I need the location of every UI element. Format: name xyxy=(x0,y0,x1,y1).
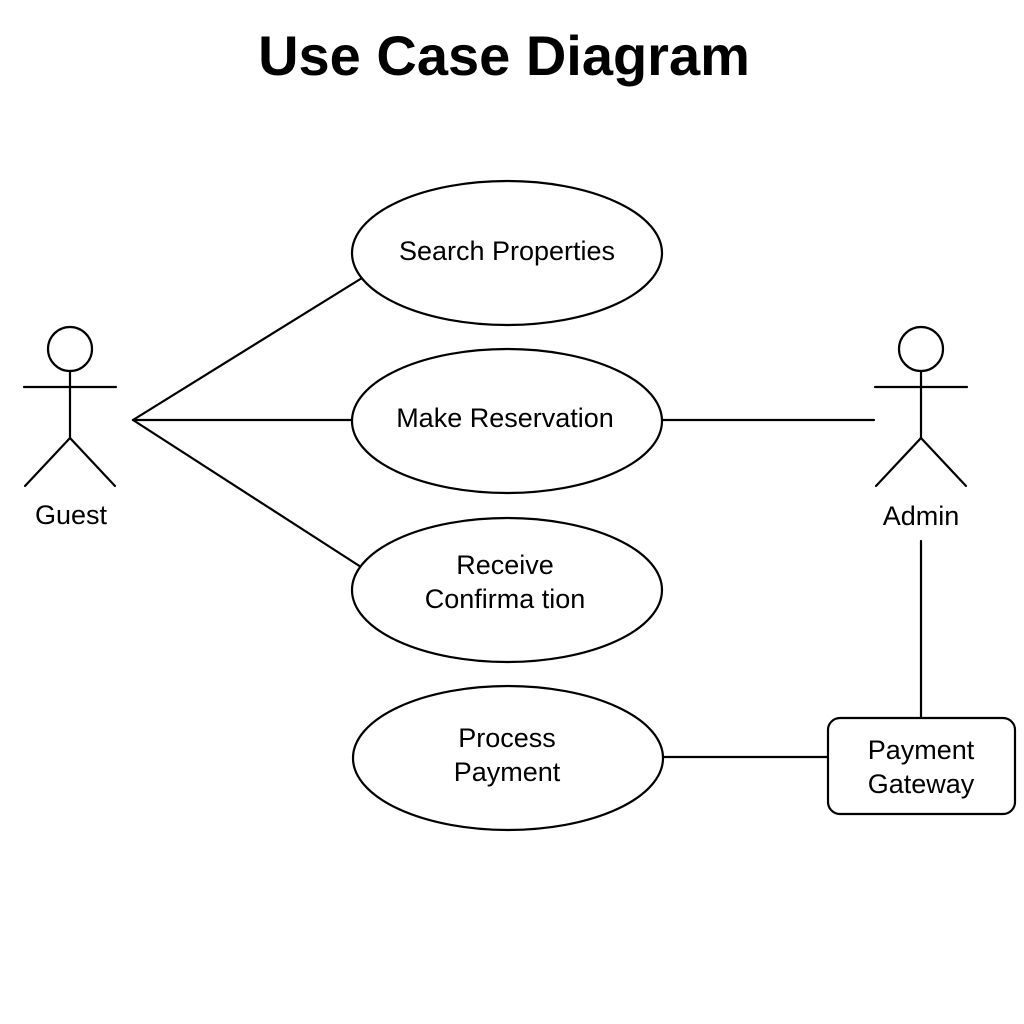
system-label-line-1: Payment xyxy=(868,735,975,765)
use-case-ellipse xyxy=(351,684,665,832)
use-case-ellipse xyxy=(350,516,664,664)
guest-search-association xyxy=(131,276,364,422)
stick-figure-icon xyxy=(22,325,118,488)
use-case-label: Make Reservation xyxy=(396,403,614,433)
use-case-label-line-2: Payment xyxy=(454,757,561,787)
actor-admin[interactable]: Admin xyxy=(873,325,969,531)
guest-confirmation-association xyxy=(131,418,363,569)
diagram-title: Use Case Diagram xyxy=(258,24,750,87)
use-case-receive-confirmation[interactable]: Receive Confirma tion xyxy=(350,516,664,664)
use-case-ellipse xyxy=(350,347,664,495)
use-case-label-line-1: Receive xyxy=(456,550,554,580)
use-case-search-properties[interactable]: Search Properties xyxy=(350,179,664,327)
stick-figure-icon xyxy=(873,325,969,488)
association-lines xyxy=(131,276,923,759)
system-payment-gateway[interactable]: Payment Gateway xyxy=(826,716,1017,816)
use-case-label-line-1: Process xyxy=(458,723,556,753)
actor-label-admin: Admin xyxy=(883,501,960,531)
system-label-line-2: Gateway xyxy=(868,769,975,799)
use-case-process-payment[interactable]: Process Payment xyxy=(351,684,665,832)
use-case-make-reservation[interactable]: Make Reservation xyxy=(350,347,664,495)
actor-guest[interactable]: Guest xyxy=(22,325,118,530)
use-case-ellipse xyxy=(350,179,664,327)
system-box xyxy=(826,716,1017,816)
use-case-label-line-2: Confirma tion xyxy=(425,584,586,614)
actor-label-guest: Guest xyxy=(35,500,108,530)
use-case-label: Search Properties xyxy=(399,236,615,266)
